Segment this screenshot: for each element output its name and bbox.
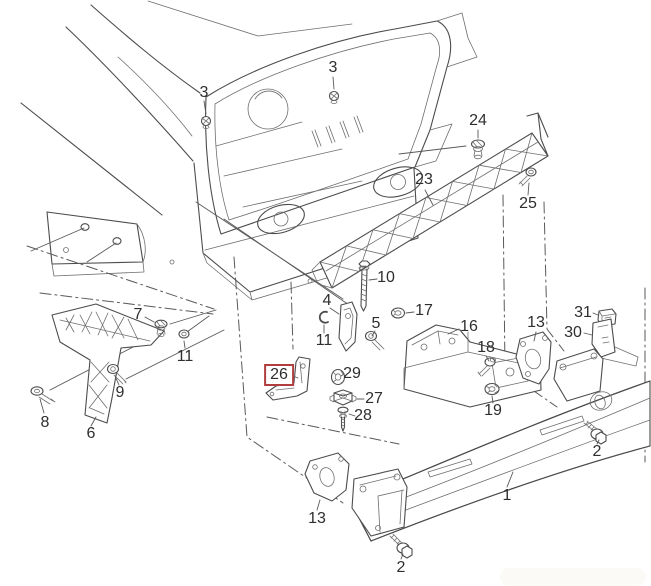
mount-bracket-left xyxy=(351,468,408,537)
screw-28 xyxy=(337,406,349,432)
part-label-1[interactable]: 1 xyxy=(502,487,512,504)
part-label-23[interactable]: 23 xyxy=(415,171,433,188)
nut-17 xyxy=(390,307,406,319)
part-label-27[interactable]: 27 xyxy=(365,390,383,407)
part-label-2-bottom[interactable]: 2 xyxy=(396,559,406,576)
screw-9 xyxy=(106,363,127,385)
part-label-3-left[interactable]: 3 xyxy=(199,84,209,101)
clip-11-center xyxy=(318,310,329,324)
part-label-4[interactable]: 4 xyxy=(322,292,332,309)
washer-11-left xyxy=(178,329,190,339)
part-label-8[interactable]: 8 xyxy=(40,414,50,431)
part-label-19[interactable]: 19 xyxy=(484,402,502,419)
impact-absorber-23 xyxy=(311,112,549,289)
gasket-13-bottom xyxy=(304,452,350,502)
screw-2-bottom xyxy=(389,533,413,559)
screw-18 xyxy=(477,357,496,377)
part-label-13-bottom[interactable]: 13 xyxy=(308,510,326,527)
part-label-28[interactable]: 28 xyxy=(354,407,372,424)
part-label-17[interactable]: 17 xyxy=(415,302,433,319)
clip-24 xyxy=(470,139,486,160)
part-label-2-right[interactable]: 2 xyxy=(592,443,602,460)
screw-25 xyxy=(518,167,537,187)
washer-29 xyxy=(330,368,346,386)
part-label-7[interactable]: 7 xyxy=(133,306,143,323)
part-label-5[interactable]: 5 xyxy=(371,315,381,332)
bracket-26 xyxy=(265,356,311,401)
car-body-drawing xyxy=(20,0,478,301)
part-label-9[interactable]: 9 xyxy=(115,384,125,401)
part-label-24[interactable]: 24 xyxy=(469,112,487,129)
gasket-13-right xyxy=(515,331,552,385)
bolt-10 xyxy=(358,260,371,312)
screw-3-right xyxy=(328,90,340,104)
part-label-30[interactable]: 30 xyxy=(564,324,582,341)
part-label-29[interactable]: 29 xyxy=(343,365,361,382)
part-label-18[interactable]: 18 xyxy=(477,339,495,356)
part-label-10[interactable]: 10 xyxy=(377,269,395,286)
part-label-6[interactable]: 6 xyxy=(86,425,96,442)
side-bracket-6 xyxy=(51,303,165,424)
bottom-overlay-artifact xyxy=(500,568,646,586)
guide-4 xyxy=(338,301,358,352)
screw-8 xyxy=(30,386,56,405)
label-leader-lines xyxy=(39,76,600,560)
screw-3-left xyxy=(200,115,212,129)
part-label-25[interactable]: 25 xyxy=(519,195,537,212)
part-label-26[interactable]: 26 xyxy=(264,364,294,386)
part-label-11-center[interactable]: 11 xyxy=(315,332,333,349)
part-label-16[interactable]: 16 xyxy=(460,318,478,335)
part-label-11-left[interactable]: 11 xyxy=(176,348,194,365)
mount-bracket-right xyxy=(553,348,604,402)
nut-27 xyxy=(329,389,357,406)
washer-19 xyxy=(484,382,500,396)
clip-7 xyxy=(154,319,168,337)
part-label-3-right[interactable]: 3 xyxy=(328,59,338,76)
part-label-31[interactable]: 31 xyxy=(574,304,592,321)
part-label-13-right[interactable]: 13 xyxy=(527,314,545,331)
